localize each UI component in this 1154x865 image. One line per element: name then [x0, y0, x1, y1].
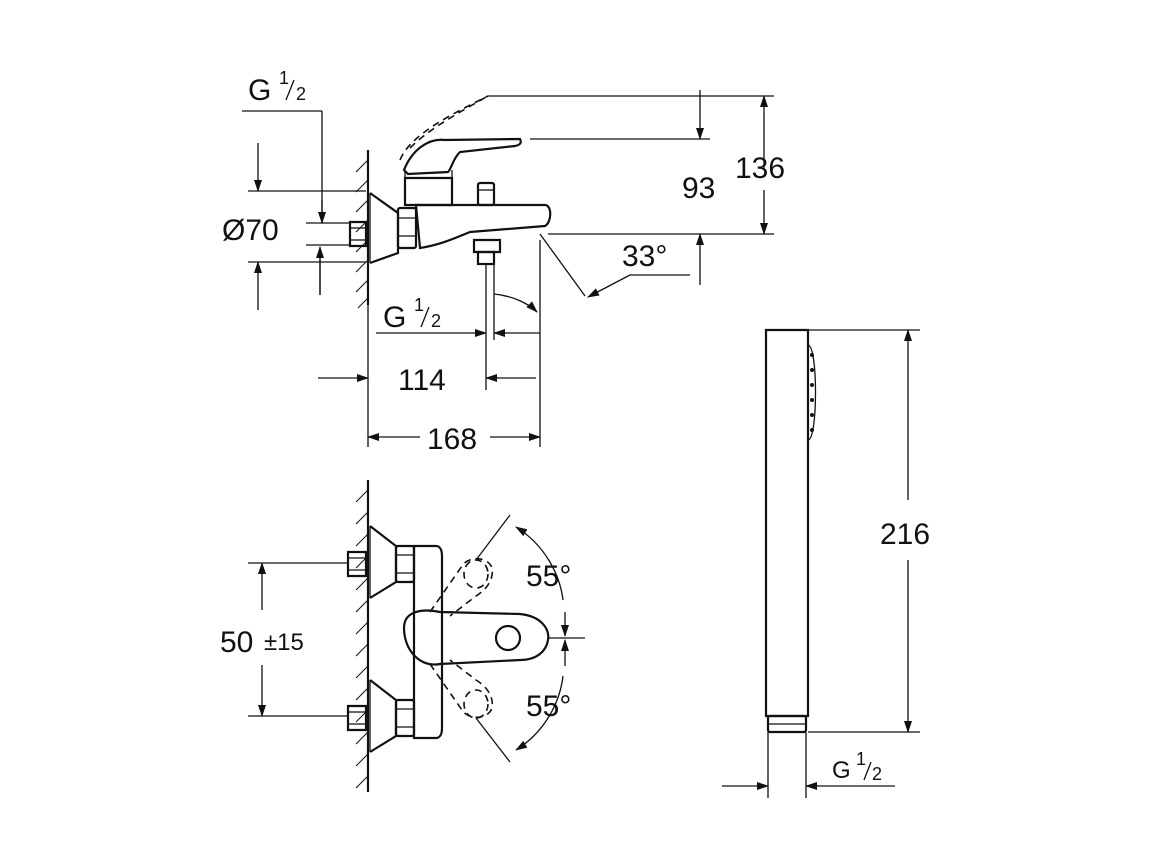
faucet-body-side	[348, 95, 552, 390]
thread-top-denominator: 2	[296, 84, 306, 104]
hand-shower	[764, 328, 810, 718]
outlet-denominator: 2	[431, 311, 441, 331]
handshower-denominator: 2	[872, 764, 882, 784]
handshower-length-label: 216	[880, 518, 930, 551]
center-tolerance-label: ±15	[264, 629, 304, 656]
spout-angle-label: 33°	[622, 240, 667, 273]
thread-top-g-label: G	[248, 74, 271, 107]
height-136-label: 136	[735, 152, 785, 185]
hand-shower-view: 216 G 1 2	[722, 328, 930, 798]
lever-angle-down-label: 55°	[526, 690, 571, 723]
wall-front	[355, 480, 370, 792]
depth-168-label: 168	[427, 423, 477, 456]
faucet-body-front	[346, 525, 550, 753]
front-view: 55° 55° 50 ±15	[220, 480, 585, 792]
side-view: Ø70 G 1 2 136 93 33° G 1 2 114	[222, 68, 785, 456]
center-distance-label: 50	[220, 626, 253, 659]
height-93-label: 93	[682, 172, 715, 205]
depth-114-label: 114	[398, 364, 446, 397]
outlet-g-label: G	[383, 301, 406, 334]
shower-nozzles	[810, 353, 814, 432]
thread-top-numerator: 1	[279, 68, 289, 88]
handshower-numerator: 1	[856, 749, 866, 769]
handshower-g-label: G	[832, 757, 851, 784]
diameter-label: Ø70	[222, 214, 279, 247]
outlet-numerator: 1	[414, 295, 424, 315]
lever-angle-up-label: 55°	[526, 560, 571, 593]
